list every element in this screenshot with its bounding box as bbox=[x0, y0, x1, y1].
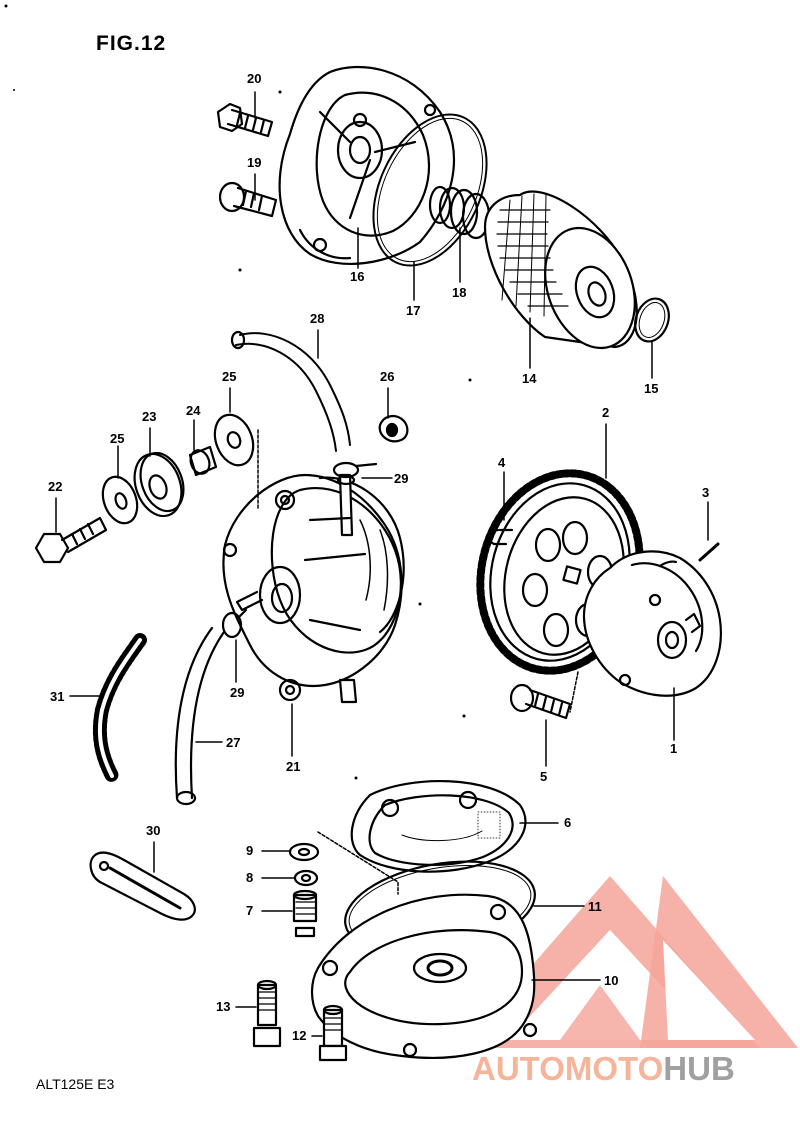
scan-specks bbox=[4, 4, 602, 780]
part-24-collar bbox=[188, 445, 218, 477]
callout-3: 3 bbox=[702, 485, 710, 500]
callout-26: 26 bbox=[380, 369, 395, 384]
watermark-logo bbox=[460, 876, 798, 1048]
part-25-washer-a bbox=[101, 475, 139, 525]
callout-25-top: 25 bbox=[222, 369, 237, 384]
part-22-bolt bbox=[34, 516, 108, 564]
callout-23: 23 bbox=[142, 409, 157, 424]
callout-19: 19 bbox=[247, 155, 262, 170]
part-29-clamp-top bbox=[332, 461, 378, 479]
part-25-washer-b bbox=[213, 413, 255, 467]
part-4-circlip bbox=[488, 528, 514, 546]
callout-9: 9 bbox=[246, 843, 254, 858]
part-21-fuel-pump bbox=[222, 473, 405, 704]
watermark-brand-part1: AUTOMOTO bbox=[472, 1050, 664, 1087]
part-17-o-ring bbox=[372, 113, 488, 267]
watermark-brand: AUTOMOTOHUB bbox=[472, 1050, 735, 1088]
callout-30: 30 bbox=[146, 823, 161, 838]
part-19-bolt bbox=[218, 181, 278, 218]
callout-12: 12 bbox=[292, 1028, 307, 1043]
callout-2: 2 bbox=[602, 405, 610, 420]
callout-15: 15 bbox=[644, 381, 659, 396]
callout-16: 16 bbox=[350, 269, 365, 284]
part-23-cushion bbox=[133, 451, 185, 518]
callout-28: 28 bbox=[310, 311, 325, 326]
model-code: ALT125E E3 bbox=[36, 1076, 115, 1092]
callout-1: 1 bbox=[670, 741, 678, 756]
part-8-washer bbox=[293, 869, 319, 887]
part-20-bolt bbox=[216, 102, 274, 138]
callout-21: 21 bbox=[286, 759, 301, 774]
callout-31: 31 bbox=[50, 689, 65, 704]
callout-20: 20 bbox=[247, 71, 262, 86]
part-26-washer bbox=[378, 415, 409, 443]
part-15-o-ring bbox=[634, 297, 670, 343]
leader-lines bbox=[55, 91, 709, 1037]
part-14-oil-filter bbox=[483, 190, 638, 350]
callout-29-top: 29 bbox=[394, 471, 409, 486]
part-18-spring bbox=[428, 185, 491, 240]
figure-title: FIG.12 bbox=[96, 32, 167, 55]
callout-5: 5 bbox=[540, 769, 548, 784]
part-3-pin bbox=[698, 542, 720, 562]
callout-27: 27 bbox=[226, 735, 241, 750]
part-30-bracket bbox=[89, 851, 196, 921]
callout-4: 4 bbox=[498, 455, 506, 470]
part-6-gasket bbox=[350, 779, 527, 873]
callout-18: 18 bbox=[452, 285, 467, 300]
callout-29-bottom: 29 bbox=[230, 685, 245, 700]
callout-6: 6 bbox=[564, 815, 572, 830]
callout-14: 14 bbox=[522, 371, 537, 386]
part-16-oil-filter-cover bbox=[278, 65, 455, 265]
watermark-brand-part2: HUB bbox=[663, 1050, 735, 1087]
part-29-clamp-bottom bbox=[221, 608, 248, 639]
callout-11: 11 bbox=[588, 899, 602, 914]
part-9-washer bbox=[288, 842, 320, 862]
callout-17: 17 bbox=[406, 303, 421, 318]
callout-25-left: 25 bbox=[110, 431, 125, 446]
callout-13: 13 bbox=[216, 999, 231, 1014]
part-5-bolt bbox=[509, 683, 572, 720]
part-31-protector-spring bbox=[92, 633, 147, 783]
callout-7: 7 bbox=[246, 903, 254, 918]
part-27-hose bbox=[174, 626, 226, 806]
part-13-bolt bbox=[252, 979, 282, 1048]
part-7-bolt bbox=[292, 889, 318, 938]
part-1-oil-pump bbox=[582, 550, 722, 697]
part-28-hose bbox=[230, 330, 351, 452]
callout-22: 22 bbox=[48, 479, 63, 494]
part-12-bolt bbox=[318, 1004, 348, 1062]
callout-24: 24 bbox=[186, 403, 201, 418]
callout-8: 8 bbox=[246, 870, 254, 885]
callout-10: 10 bbox=[604, 973, 619, 988]
